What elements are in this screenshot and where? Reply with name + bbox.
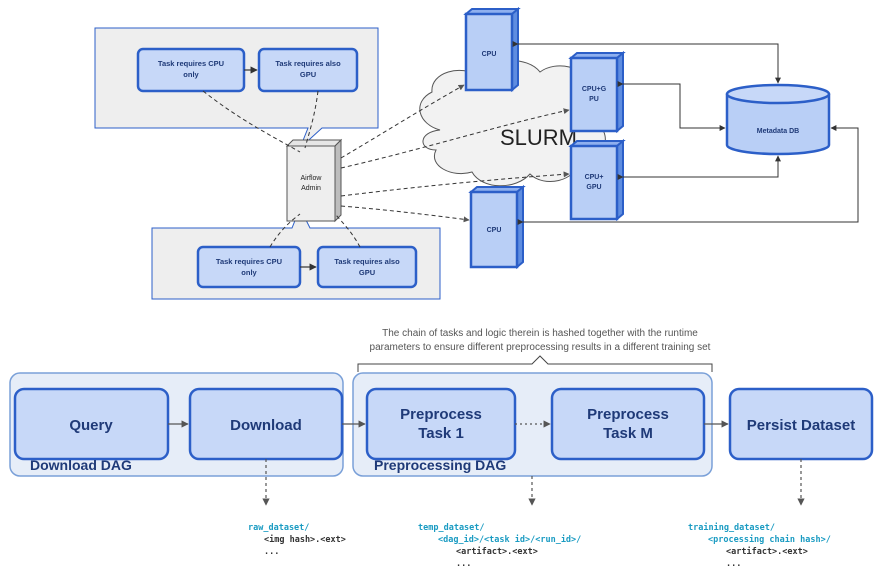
task-gpu-label-1: Task requires also: [334, 257, 400, 266]
flow-arrows: [168, 420, 805, 506]
query-label: Query: [69, 417, 113, 434]
metadata-db-label: Metadata DB: [757, 128, 799, 135]
cpu-node-top: CPU: [463, 6, 521, 93]
training-dataset-ellipsis: ...: [726, 559, 741, 569]
temp-dataset-subdir: <dag_id>/<task id>/<run_id>/: [438, 534, 581, 545]
temp-dataset-ellipsis: ...: [456, 559, 471, 569]
node-label: CPU: [482, 51, 497, 58]
temp-dataset-file: <artifact>.<ext>: [456, 546, 538, 557]
task-cpu-label-2: only: [183, 70, 199, 79]
node-label-2: GPU: [586, 184, 601, 191]
airflow-label-1: Airflow: [300, 175, 322, 182]
metadata-db-cylinder: Metadata DB: [725, 83, 831, 156]
preprocess-m-label-2: Task M: [603, 425, 653, 442]
query-box: Query: [13, 387, 170, 461]
training-dataset-subdir: <processing chain hash>/: [708, 534, 831, 545]
preprocess-task-m-box: Preprocess Task M: [550, 387, 706, 461]
persist-label: Persist Dataset: [747, 417, 855, 434]
download-label: Download: [230, 417, 302, 434]
node-label-1: CPU+G: [582, 86, 607, 93]
note-brace: [357, 355, 713, 372]
preprocessing-dag-label: Preprocessing DAG: [374, 457, 506, 473]
persist-dataset-box: Persist Dataset: [728, 387, 874, 461]
hash-note-line-1: The chain of tasks and logic therein is …: [382, 328, 698, 339]
metadata-connectors: [512, 41, 859, 225]
training-dataset-path: training_dataset/ <processing chain hash…: [688, 522, 831, 569]
temp-dataset-path: temp_dataset/ <dag_id>/<task id>/<run_id…: [418, 523, 581, 569]
raw-dataset-ellipsis: ...: [264, 547, 279, 557]
node-label-2: PU: [589, 96, 599, 103]
task-cpu-label-1: Task requires CPU: [216, 257, 282, 266]
temp-dataset-dir: temp_dataset/: [418, 523, 485, 533]
preprocess-task-1-box: Preprocess Task 1: [365, 387, 517, 461]
cpu-node-bottom: CPU: [468, 184, 526, 270]
download-box: Download: [188, 387, 344, 461]
download-dag-label: Download DAG: [30, 457, 132, 473]
training-dataset-dir: training_dataset/: [688, 522, 775, 533]
task-cpu-only-box-bottom: Task requires CPU only: [196, 245, 302, 289]
task-cpu-label-2: only: [241, 268, 257, 277]
preprocess-m-label-1: Preprocess: [587, 406, 669, 423]
slurm-label: SLURM: [500, 125, 577, 150]
preprocess-1-label-1: Preprocess: [400, 406, 482, 423]
cpu-gpu-node-top: CPU+G PU: [568, 50, 626, 134]
raw-dataset-path: raw_dataset/ <img hash>.<ext> ...: [248, 523, 346, 557]
task-gpu-label-2: GPU: [300, 70, 316, 79]
airflow-label-2: Admin: [301, 185, 321, 192]
task-gpu-label-2: GPU: [359, 268, 375, 277]
airflow-admin-box: Airflow Admin: [285, 138, 343, 223]
task-cpu-only-box-top: Task requires CPU only: [136, 47, 246, 93]
node-label: CPU: [487, 227, 502, 234]
task-gpu-box-bottom: Task requires also GPU: [316, 245, 418, 289]
task-gpu-label-1: Task requires also: [275, 59, 341, 68]
training-dataset-file: <artifact>.<ext>: [726, 546, 808, 557]
hash-note-line-2: parameters to ensure different preproces…: [370, 342, 711, 353]
raw-dataset-file: <img hash>.<ext>: [264, 534, 346, 545]
raw-dataset-dir: raw_dataset/: [248, 523, 309, 533]
node-label-1: CPU+: [585, 174, 604, 181]
task-cpu-label-1: Task requires CPU: [158, 59, 224, 68]
preprocess-1-label-2: Task 1: [418, 425, 464, 442]
cpu-gpu-node-bottom: CPU+ GPU: [568, 138, 626, 222]
task-gpu-box-top: Task requires also GPU: [257, 47, 359, 93]
